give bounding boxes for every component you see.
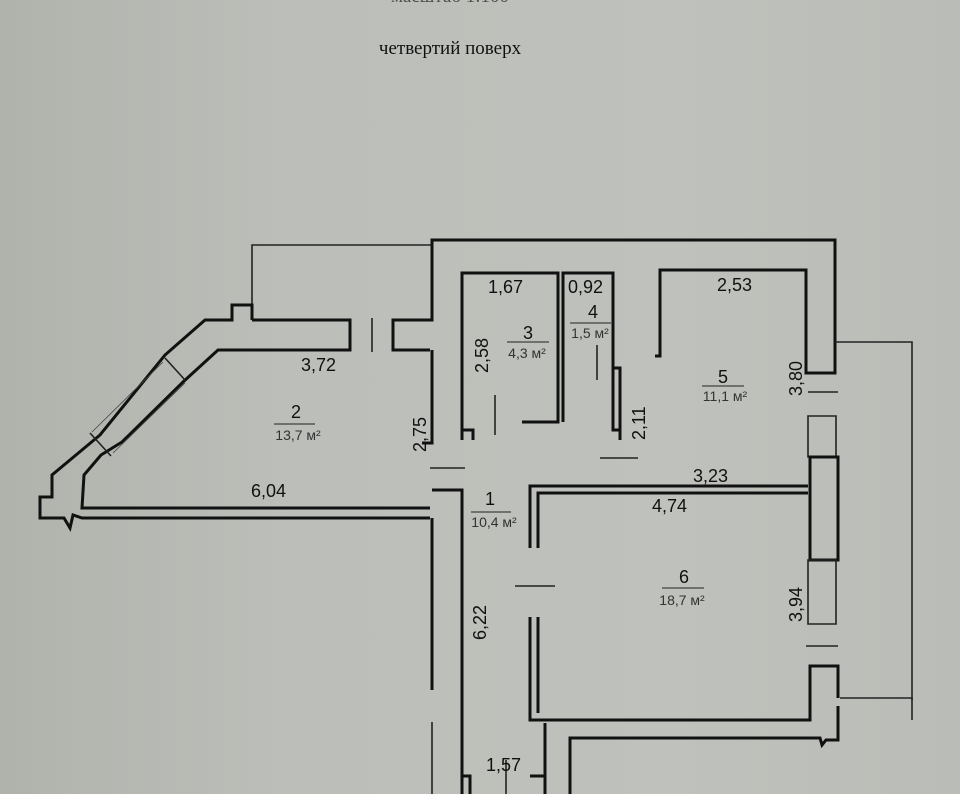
exterior-walls [251, 238, 913, 720]
room-5-label: 5 11,1 м² [702, 367, 748, 404]
dim-room3-top: 1,67 [488, 277, 523, 297]
dim-hall-width: 1,57 [486, 755, 521, 775]
hallway-walls [430, 488, 547, 794]
dim-room5-right: 3,80 [786, 361, 806, 396]
dim-room5-top: 2,53 [717, 275, 752, 295]
room-3-number: 3 [523, 323, 533, 343]
scale-caption-partial: масштаб 1:100 [0, 0, 900, 8]
room-4-number: 4 [588, 302, 598, 322]
dim-room4-top: 0,92 [568, 277, 603, 297]
room-labels: 1 10,4 м² 2 13,7 м² 3 4,3 м² 4 1,5 м² 5 [274, 302, 748, 608]
room-3-area: 4,3 м² [508, 345, 546, 361]
room-4-area: 1,5 м² [571, 325, 609, 341]
room-3-4-walls [460, 271, 638, 459]
dim-room5-left: 2,11 [629, 406, 649, 440]
room-1-number: 1 [485, 489, 495, 509]
dim-room2-top: 3,72 [301, 355, 336, 375]
dim-room3-left: 2,58 [472, 338, 492, 373]
room-6-walls [515, 484, 840, 794]
room-6-number: 6 [679, 567, 689, 587]
dim-room6-right: 3,94 [786, 587, 806, 622]
dim-hall-length: 6,22 [470, 605, 490, 640]
room-5-area: 11,1 м² [703, 388, 748, 404]
dimension-labels: 3,72 6,04 2,75 1,67 2,58 0,92 2,53 3,80 … [251, 275, 806, 775]
room-2-area: 13,7 м² [275, 427, 321, 443]
floor-title: четвертий поверх [378, 38, 522, 59]
room-6-area: 18,7 м² [659, 592, 705, 608]
dim-room2-bottom: 6,04 [251, 481, 286, 501]
room-1-area: 10,4 м² [471, 514, 517, 530]
room-5-window [806, 391, 840, 647]
room-3-label: 3 4,3 м² [507, 323, 549, 361]
room-2-label: 2 13,7 м² [274, 402, 321, 443]
room-2-walls [38, 290, 465, 532]
room-5-number: 5 [718, 367, 728, 387]
room-6-label: 6 18,7 м² [659, 567, 705, 608]
dim-room5-bottom: 3,23 [693, 466, 728, 486]
dim-room6-top: 4,74 [652, 496, 687, 516]
room-4-label: 4 1,5 м² [570, 302, 611, 341]
dim-room2-right: 2,75 [410, 417, 430, 452]
room-1-label: 1 10,4 м² [471, 489, 517, 530]
room-2-number: 2 [291, 402, 301, 422]
